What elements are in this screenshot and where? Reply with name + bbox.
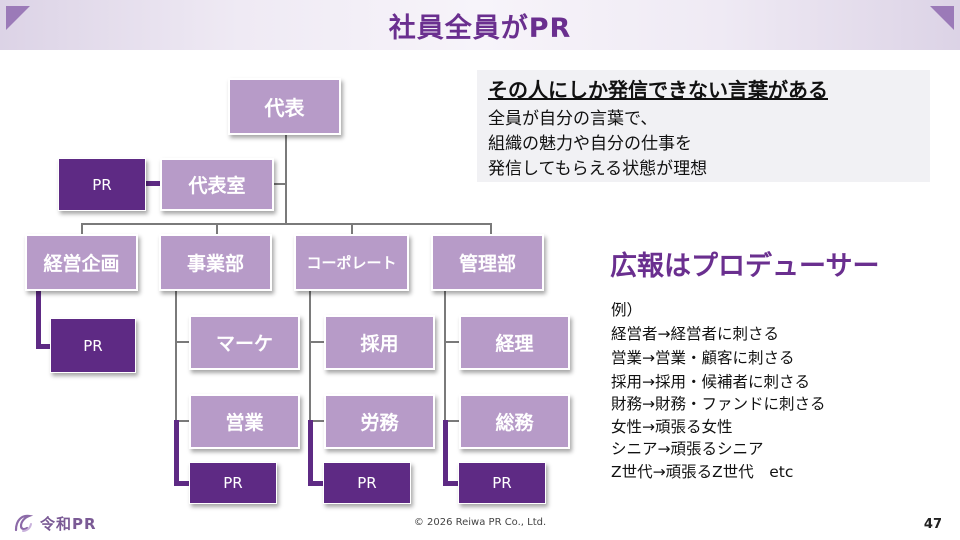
- org-box-saiyo: 採用: [324, 315, 435, 370]
- org-box-marke: マーケ: [189, 315, 300, 370]
- connector-saiyo: [309, 341, 324, 343]
- org-box-corporate: コーポレート: [294, 234, 409, 291]
- connector-kanri-vertical: [444, 290, 446, 421]
- pr-connector-corporate-vertical: [308, 420, 313, 486]
- org-box-keiei-kikaku: 経営企画: [25, 234, 138, 291]
- pr-box-corporate: PR: [323, 462, 411, 504]
- org-box-kanribu: 管理部: [431, 234, 544, 291]
- pr-connector-keiei-horizontal: [36, 344, 52, 349]
- connector-somu: [444, 420, 459, 422]
- pr-box-jigyobu: PR: [189, 462, 277, 504]
- page-number: 47: [923, 517, 942, 532]
- message-line: 全員が自分の言葉で、: [488, 109, 658, 129]
- connector-dept-1: [81, 223, 83, 234]
- slide-title: 社員全員がPR: [388, 13, 572, 44]
- example-item: 女性→頑張る女性: [611, 418, 733, 436]
- connector-keiri: [444, 341, 459, 343]
- connector-dept-2: [216, 223, 218, 234]
- example-item: シニア→頑張るシニア: [611, 440, 764, 458]
- producer-headline: 広報はプロデューサー: [610, 251, 880, 282]
- logo-text: 令和PR: [40, 514, 97, 533]
- pr-connector-jigyobu-vertical: [174, 420, 179, 486]
- org-box-eigyo: 営業: [189, 394, 300, 449]
- connector-corporate-vertical: [309, 290, 311, 421]
- header-left-triangle: [6, 6, 30, 30]
- org-box-keiri: 経理: [459, 315, 570, 370]
- example-item: 財務→財務・ファンドに刺さる: [611, 395, 826, 413]
- connector-dept-3: [351, 223, 353, 234]
- example-item: 経営者→経営者に刺さる: [611, 325, 779, 343]
- pr-box-kanribu: PR: [458, 462, 546, 504]
- header-right-triangle: [930, 6, 954, 30]
- connector-jigyobu-vertical: [175, 290, 177, 421]
- message-headline: その人にしか発信できない言葉がある: [488, 78, 828, 102]
- org-box-romu: 労務: [324, 394, 435, 449]
- message-line: 組織の魅力や自分の仕事を: [488, 134, 692, 154]
- org-box-somu: 総務: [459, 394, 570, 449]
- example-item: 営業→営業・顧客に刺さる: [611, 349, 795, 367]
- pr-connector-corporate-horizontal: [308, 481, 324, 486]
- pr-box-keiei-kikaku: PR: [50, 318, 136, 373]
- pr-connector-office: [146, 181, 163, 186]
- pr-connector-keiei-vertical: [36, 290, 41, 348]
- message-panel: [477, 70, 930, 182]
- pr-connector-kanri-vertical: [443, 420, 448, 486]
- reiwa-logo-icon: [14, 514, 34, 532]
- org-box-ceo-office: 代表室: [160, 158, 274, 211]
- connector-eigyo: [175, 420, 190, 422]
- pr-connector-kanri-horizontal: [443, 481, 459, 486]
- company-logo: 令和PR: [12, 512, 97, 534]
- pr-box-ceo-office: PR: [58, 158, 146, 211]
- org-box-jigyobu: 事業部: [159, 234, 272, 291]
- header-bar: [0, 0, 960, 50]
- org-box-ceo: 代表: [228, 78, 341, 135]
- example-item: Z世代→頑張るZ世代 etc: [611, 463, 794, 481]
- connector-ceo-vertical: [285, 133, 287, 224]
- connector-office: [273, 183, 286, 185]
- connector-romu: [309, 420, 324, 422]
- example-item: 採用→採用・候補者に刺さる: [611, 373, 810, 391]
- examples-label: 例）: [611, 301, 643, 319]
- connector-marke: [175, 341, 190, 343]
- message-line: 発信してもらえる状態が理想: [488, 159, 708, 179]
- pr-connector-jigyobu-horizontal: [174, 481, 190, 486]
- connector-dept-horizontal: [81, 223, 492, 225]
- copyright: © 2026 Reiwa PR Co., Ltd.: [413, 517, 547, 528]
- connector-dept-4: [490, 223, 492, 234]
